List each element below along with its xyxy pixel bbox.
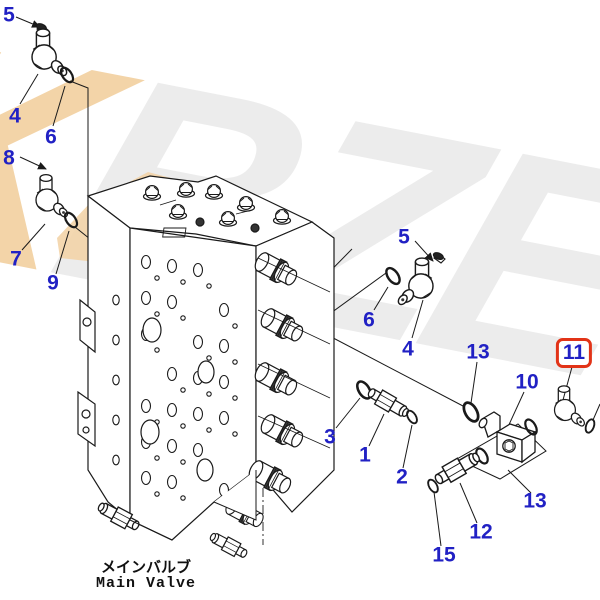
o-ring-2 xyxy=(404,408,420,426)
o-ring-9 xyxy=(61,209,81,231)
loose-parts xyxy=(31,21,597,495)
callout-1[interactable]: 1 xyxy=(359,443,371,467)
straight-fitting-1 xyxy=(364,384,413,422)
o-ring-14-edge xyxy=(583,417,597,435)
leader-lines xyxy=(15,16,600,547)
elbow-fitting-11 xyxy=(553,385,587,429)
callout-2[interactable]: 2 xyxy=(396,465,408,489)
callout-10[interactable]: 10 xyxy=(515,370,539,394)
callout-8[interactable]: 8 xyxy=(3,146,15,170)
callout-6-right[interactable]: 6 xyxy=(363,308,375,332)
mounting-plate-outline xyxy=(455,423,547,480)
callout-5-top-left[interactable]: 5 xyxy=(3,3,15,27)
arrow-5-right xyxy=(414,240,434,262)
callout-5-right[interactable]: 5 xyxy=(398,225,410,249)
callout-6-top-left[interactable]: 6 xyxy=(45,125,57,149)
caption-japanese: メインバルブ xyxy=(100,560,192,577)
arrow-8 xyxy=(19,156,47,170)
callout-15[interactable]: 15 xyxy=(432,543,456,567)
caption-english: Main Valve xyxy=(95,575,197,592)
o-ring-6-right xyxy=(382,264,404,288)
callout-4-right[interactable]: 4 xyxy=(402,337,414,361)
elbow-fitting-7 xyxy=(35,173,70,220)
callout-12[interactable]: 12 xyxy=(469,520,493,544)
o-ring-6-top-left xyxy=(57,64,77,86)
elbow-fitting-4-top-left xyxy=(31,28,70,78)
callout-11[interactable]: 11 xyxy=(555,338,593,368)
o-ring-13-upper xyxy=(459,398,483,426)
straight-fitting-12 xyxy=(431,447,484,489)
callout-7[interactable]: 7 xyxy=(10,247,22,271)
main-valve-drawing xyxy=(77,175,335,562)
callout-13-lower[interactable]: 13 xyxy=(523,489,547,513)
callout-4-top-left[interactable]: 4 xyxy=(9,104,21,128)
elbow-fitting-4-right xyxy=(395,257,434,307)
callout-9[interactable]: 9 xyxy=(47,271,59,295)
callout-3[interactable]: 3 xyxy=(324,425,336,449)
plug-5-right xyxy=(431,250,446,264)
callout-13-upper[interactable]: 13 xyxy=(466,340,490,364)
block-fitting-10 xyxy=(478,411,537,464)
